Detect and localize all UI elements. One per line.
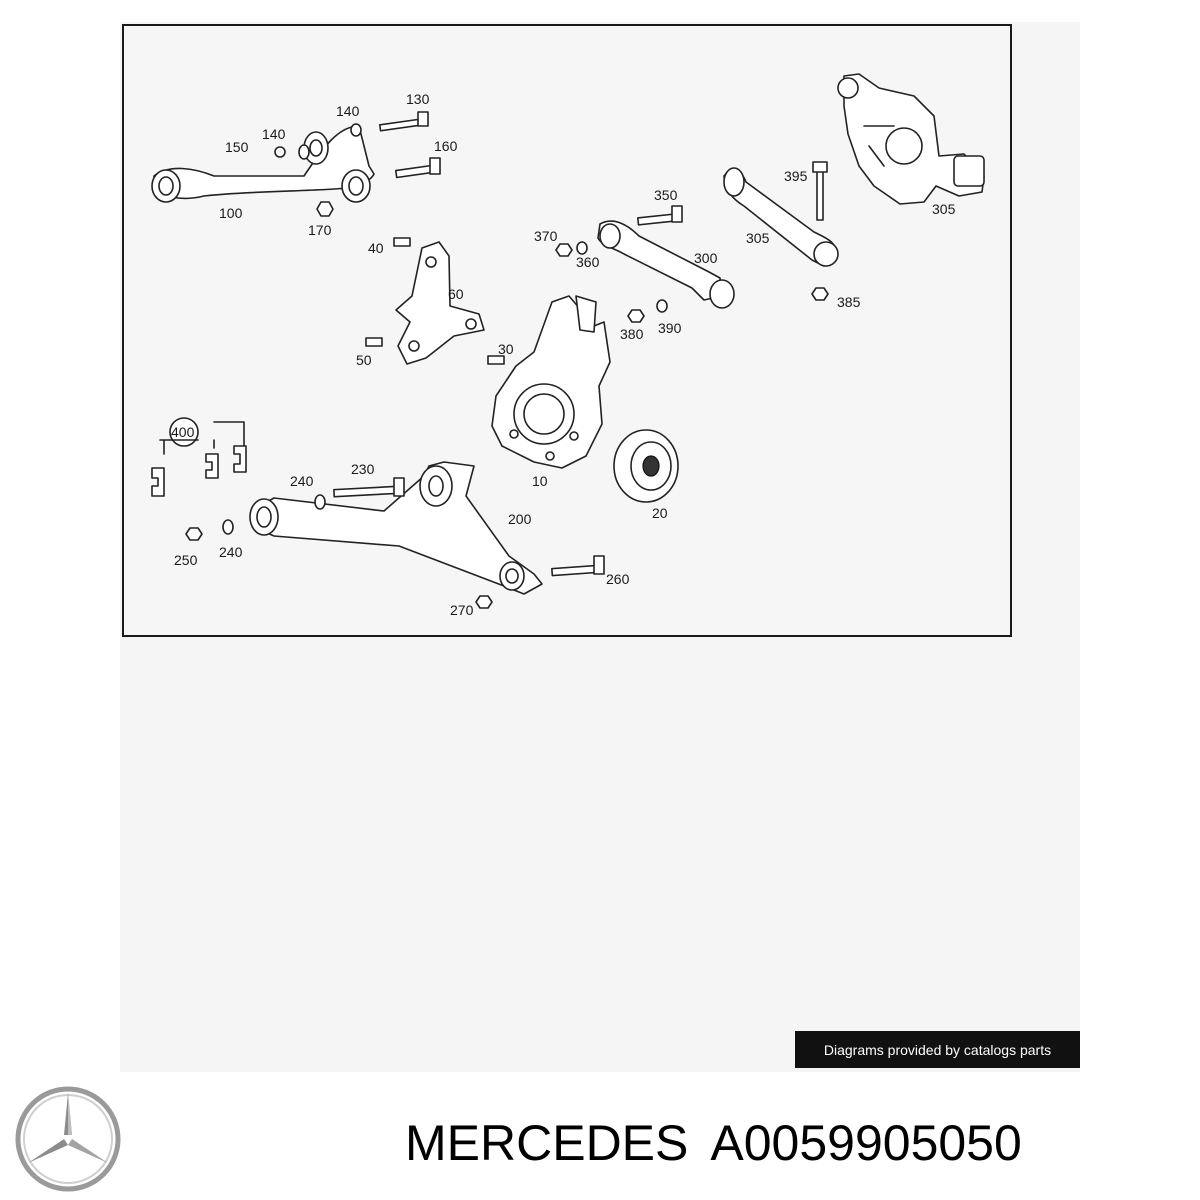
callout: 160 <box>434 138 458 154</box>
parts-diagram: 130 140 140 150 160 100 170 40 60 50 30 … <box>122 24 1012 637</box>
strut-link <box>723 161 839 301</box>
callout: 305 <box>746 230 770 246</box>
bracket <box>365 237 505 365</box>
callout: 395 <box>784 168 808 184</box>
credit-badge: Diagrams provided by catalogs parts <box>795 1031 1080 1068</box>
callout: 370 <box>534 228 558 244</box>
callout: 200 <box>508 511 532 527</box>
callout: 250 <box>174 552 198 568</box>
callout: 260 <box>606 571 630 587</box>
callout: 400 <box>171 424 195 440</box>
callout: 385 <box>837 294 861 310</box>
callout: 50 <box>356 352 372 368</box>
callout: 100 <box>219 205 243 221</box>
callout: 140 <box>262 126 286 142</box>
upper-control-arm <box>151 125 375 203</box>
callout: 390 <box>658 320 682 336</box>
lower-control-arm <box>249 461 543 595</box>
differential-unit <box>837 73 985 205</box>
callout: 30 <box>498 341 514 357</box>
callout: 240 <box>219 544 243 560</box>
exploded-view: 130 140 140 150 160 100 170 40 60 50 30 … <box>151 73 985 618</box>
callout: 300 <box>694 250 718 266</box>
callout: 380 <box>620 326 644 342</box>
wheel-hub <box>613 429 679 503</box>
callout: 60 <box>448 286 464 302</box>
wheel-carrier <box>491 295 611 469</box>
clip-set <box>151 417 247 497</box>
part-caption: MERCEDES A0059905050 <box>405 1108 1022 1178</box>
callout: 150 <box>225 139 249 155</box>
callout: 140 <box>336 103 360 119</box>
lower-bolts <box>185 477 605 609</box>
brand-name: MERCEDES <box>405 1115 689 1171</box>
callout: 270 <box>450 602 474 618</box>
callout-labels: 130 140 140 150 160 100 170 40 60 50 30 … <box>171 91 956 618</box>
upper-bolts <box>274 111 441 217</box>
callout: 10 <box>532 473 548 489</box>
three-pointed-star-logo <box>15 1086 121 1192</box>
callout: 360 <box>576 254 600 270</box>
callout: 130 <box>406 91 430 107</box>
callout: 305 <box>932 201 956 217</box>
callout: 240 <box>290 473 314 489</box>
callout: 20 <box>652 505 668 521</box>
tie-rod <box>555 205 735 323</box>
part-number: A0059905050 <box>710 1115 1022 1171</box>
callout: 230 <box>351 461 375 477</box>
callout: 170 <box>308 222 332 238</box>
callout: 350 <box>654 187 678 203</box>
callout: 40 <box>368 240 384 256</box>
